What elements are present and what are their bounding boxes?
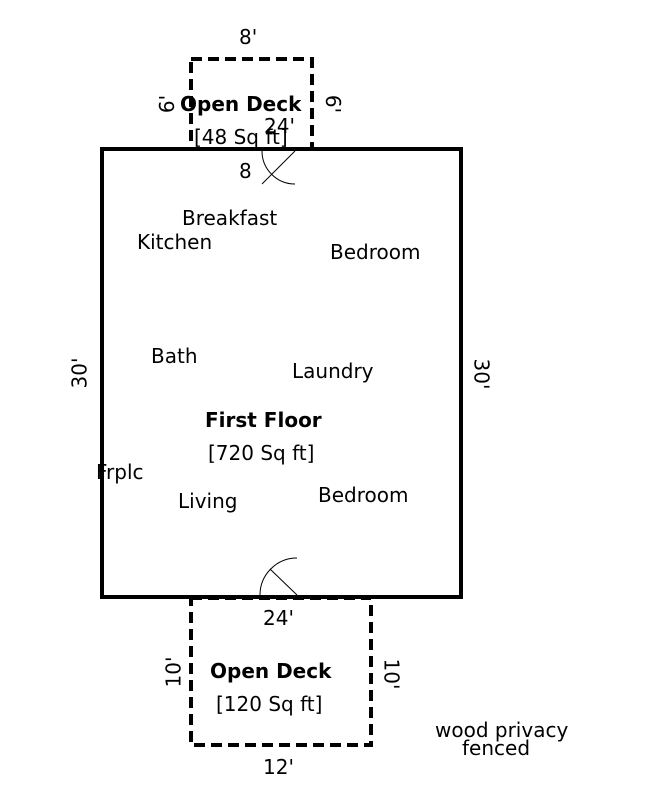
bottom-deck-dim-left: 10' bbox=[161, 656, 186, 688]
top-deck-title: Open Deck bbox=[180, 92, 302, 116]
top-deck-dim-overlap: 24' bbox=[264, 114, 295, 138]
first-floor-dim-bottom: 24' bbox=[263, 606, 294, 630]
note-line-2: fenced bbox=[462, 736, 531, 760]
top-deck-area: [48 Sq ft] bbox=[194, 125, 288, 149]
bottom-door-swing bbox=[259, 557, 298, 596]
bottom-deck-dim-right: 10' bbox=[379, 658, 404, 690]
room-laundry: Laundry bbox=[292, 359, 374, 383]
top-deck-outline bbox=[189, 57, 314, 151]
room-breakfast: Breakfast bbox=[182, 206, 278, 230]
top-deck-dim-top: 8' bbox=[239, 25, 258, 49]
first-floor-dim-left: 30' bbox=[67, 357, 92, 389]
first-floor-dim-right: 30' bbox=[469, 358, 494, 390]
room-kitchen: Kitchen bbox=[137, 230, 213, 254]
top-deck-dim-bottom: 8 bbox=[239, 159, 252, 183]
top-door-swing bbox=[261, 150, 296, 185]
room-bath: Bath bbox=[151, 344, 198, 368]
note-line-1: wood privacy bbox=[435, 718, 569, 742]
room-bedroom-top: Bedroom bbox=[330, 240, 421, 264]
bottom-deck-title: Open Deck bbox=[210, 659, 332, 683]
first-floor-title: First Floor bbox=[205, 408, 322, 432]
room-fireplace: Frplc bbox=[96, 460, 144, 484]
first-floor-outline bbox=[100, 147, 463, 599]
bottom-deck-area: [120 Sq ft] bbox=[216, 692, 323, 716]
top-deck-dim-right: 6' bbox=[321, 94, 346, 114]
first-floor-area: [720 Sq ft] bbox=[208, 441, 315, 465]
room-bedroom-bottom: Bedroom bbox=[318, 483, 409, 507]
top-deck-dim-left: 6' bbox=[155, 94, 180, 114]
room-living: Living bbox=[178, 489, 238, 513]
bottom-deck-dim-bottom: 12' bbox=[263, 755, 294, 779]
